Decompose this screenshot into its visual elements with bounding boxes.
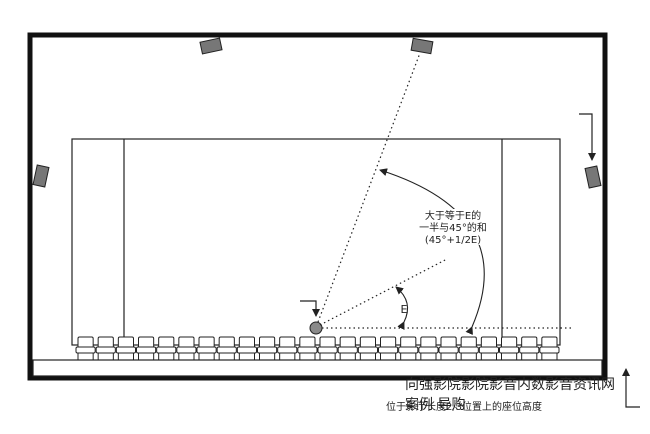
seat-icon	[458, 336, 479, 360]
pointer-arrow-caption	[622, 368, 640, 408]
sight-line-e-angle	[319, 258, 448, 326]
seat-icon	[236, 336, 257, 360]
seat-icon	[357, 336, 379, 360]
floor-platform	[32, 359, 603, 377]
pointer-arrow-wall-speaker	[579, 113, 596, 161]
watermark-line-2: 案例 导购	[405, 396, 465, 413]
seat-icon	[95, 336, 116, 360]
seat-icon	[257, 336, 278, 360]
seat-icon	[115, 336, 137, 360]
watermark-line-1: 向强影院影院影音内数影音资讯网	[405, 376, 615, 393]
seat-icon	[297, 336, 318, 360]
viewer-head-icon	[309, 321, 323, 335]
annotation-line-3: (45°+1/2E)	[425, 235, 481, 246]
seat-icon	[418, 336, 439, 360]
seat-icon	[176, 336, 197, 360]
seat-icon	[75, 336, 96, 360]
seat-icon	[136, 336, 157, 360]
annotation-line-1: 大于等于E的	[425, 209, 481, 222]
seat-icon	[378, 336, 399, 360]
seat-icon	[499, 336, 520, 360]
seat-icon	[519, 336, 540, 360]
speaker-ceiling-right	[410, 37, 434, 55]
seat-icon	[438, 336, 459, 360]
speaker-wall-left	[32, 164, 50, 188]
angle-arc-e	[395, 286, 409, 331]
seat-icon	[196, 336, 217, 360]
speaker-ceiling-left	[199, 37, 223, 55]
seat-icon	[337, 336, 358, 360]
sight-line-ceiling-speaker	[317, 52, 421, 323]
speaker-wall-right	[584, 165, 602, 189]
seat-icon	[216, 336, 237, 360]
pointer-arrow-viewer	[300, 300, 320, 317]
seat-icon	[478, 336, 500, 360]
seat-row	[75, 336, 560, 360]
annotation-bg	[418, 209, 488, 245]
seat-icon	[398, 336, 419, 360]
seat-icon	[539, 336, 560, 360]
annotation-line-2: 一半与45°的和	[419, 221, 487, 234]
seat-icon	[156, 336, 177, 360]
room-outline	[27, 32, 608, 381]
angle-e-label: E	[401, 303, 408, 316]
caption: 位于影厅长度2/3位置上的座位高度	[386, 400, 542, 413]
seat-icon	[317, 336, 338, 360]
seat-icon	[277, 336, 298, 360]
